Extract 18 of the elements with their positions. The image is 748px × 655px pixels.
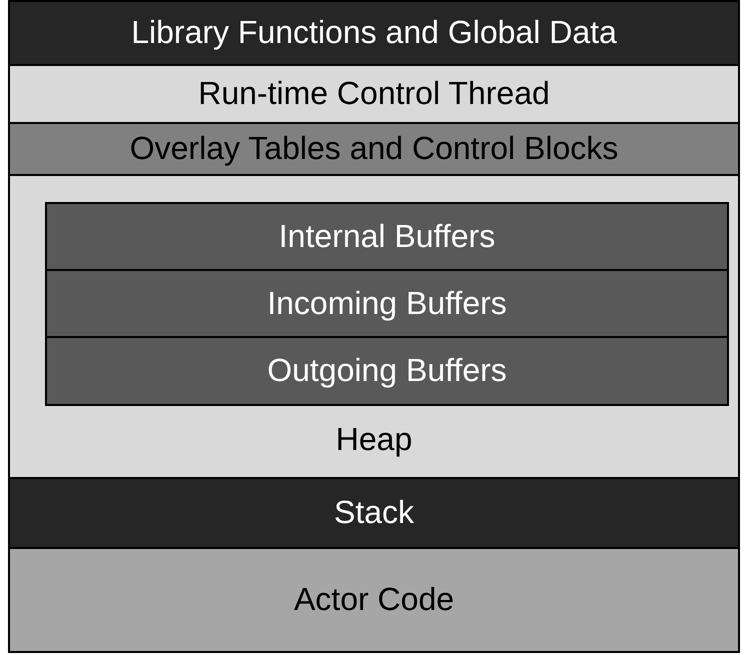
segment-label: Actor Code — [294, 582, 454, 618]
segment-label: Stack — [334, 495, 414, 531]
buffer-segment — [45, 269, 729, 338]
segment-label: Heap — [336, 422, 412, 459]
heap-segment — [8, 174, 740, 479]
memory-segment — [8, 547, 740, 653]
segment-label: Internal Buffers — [278, 218, 496, 254]
segment-label: Outgoing Buffers — [267, 353, 507, 389]
memory-segment — [8, 0, 740, 66]
memory-segment — [8, 477, 740, 549]
memory-segment — [8, 122, 740, 176]
segment-label: Library Functions and Global Data — [131, 15, 617, 51]
buffer-segment — [45, 336, 729, 406]
buffer-segment — [45, 202, 729, 271]
memory-segment — [8, 64, 740, 124]
segment-label: Overlay Tables and Control Blocks — [130, 131, 618, 167]
segment-label: Run-time Control Thread — [198, 76, 550, 112]
segment-label: Incoming Buffers — [267, 286, 507, 322]
